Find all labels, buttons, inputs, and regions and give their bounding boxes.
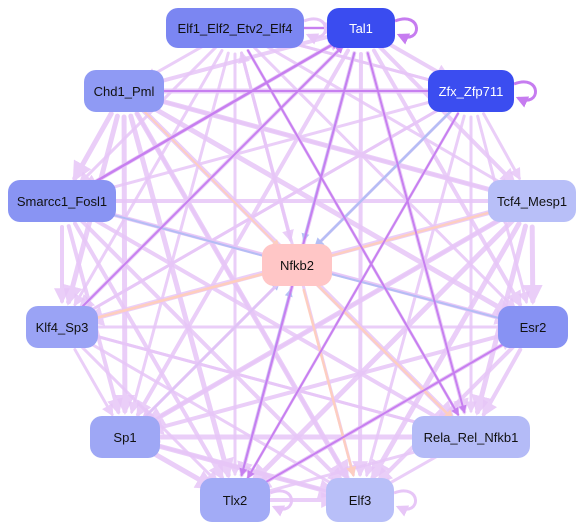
edge-nfkb2-to-elf1 [238, 50, 292, 242]
edge-klf4-to-zfx [83, 102, 451, 316]
self-loop-elf1 [303, 17, 327, 45]
edge-esr2-to-nfkb2 [320, 269, 509, 322]
node-zfx-zfp711[interactable]: Zfx_Zfp711 [428, 70, 514, 112]
edge-nfkb2-to-elf3 [302, 288, 357, 477]
node-label: Tlx2 [222, 492, 248, 508]
edge-chd1-to-elf3 [135, 112, 349, 480]
self-loop-tlx2 [269, 489, 293, 517]
edge-nfkb2-to-tcf4 [320, 205, 509, 260]
edge-esr2-to-rela [481, 347, 523, 418]
node-label: Smarcc1_Fosl1 [16, 193, 108, 209]
edge-zfx-to-nfkb2 [313, 108, 454, 249]
node-smarcc1-fosl1[interactable]: Smarcc1_Fosl1 [8, 180, 116, 222]
edge-tal1-to-elf3 [352, 51, 369, 478]
edge-klf4-to-sp1 [73, 348, 114, 417]
node-label: Rela_Rel_Nfkb1 [423, 429, 519, 445]
edge-smarcc1-to-nfkb2 [86, 206, 274, 261]
edge-layer [54, 22, 543, 508]
edge-sp1-to-tcf4 [145, 212, 512, 426]
edge-smarcc1-to-rela [82, 211, 452, 427]
node-chd1-pml[interactable]: Chd1_Pml [84, 70, 164, 112]
edge-nfkb2-to-rela [314, 282, 454, 421]
node-sp1[interactable]: Sp1 [90, 416, 160, 458]
node-label: Zfx_Zfp711 [438, 83, 504, 99]
edge-tcf4-to-esr2 [522, 224, 543, 306]
edge-chd1-to-smarcc1 [72, 111, 114, 182]
node-elf3[interactable]: Elf3 [326, 478, 394, 522]
edge-elf1-to-rela [246, 49, 460, 416]
node-label: Klf4_Sp3 [35, 319, 89, 335]
node-nfkb2[interactable]: Nfkb2 [262, 244, 332, 286]
edge-esr2-to-tlx2 [256, 339, 512, 488]
edge-tal1-to-rela [366, 52, 467, 414]
edge-klf4-to-tal1 [79, 45, 344, 310]
self-loop-layer [269, 17, 537, 517]
self-loop-elf3 [393, 489, 417, 517]
node-label: Esr2 [519, 319, 547, 335]
edge-sp1-to-tlx2 [145, 447, 216, 490]
edge-tal1-to-sp1 [135, 48, 351, 418]
edge-nfkb2-to-klf4 [85, 270, 274, 324]
node-label: Tal1 [349, 20, 373, 36]
node-klf4-sp3[interactable]: Klf4_Sp3 [26, 306, 98, 348]
self-loop-zfx [513, 80, 537, 108]
edge-nfkb2-to-sp1 [141, 281, 281, 421]
node-tlx2[interactable]: Tlx2 [200, 478, 270, 522]
self-loop-tal1 [394, 17, 418, 45]
node-label: Chd1_Pml [93, 83, 155, 99]
edge-zfx-to-tlx2 [246, 112, 460, 479]
edge-zfx-to-tcf4 [482, 112, 521, 181]
node-label: Elf1_Elf2_Etv2_Elf4 [177, 20, 293, 36]
node-elf1-elf2-etv2-elf4[interactable]: Elf1_Elf2_Etv2_Elf4 [166, 8, 304, 48]
node-tal1[interactable]: Tal1 [327, 8, 395, 48]
edge-chd1-to-esr2 [144, 101, 514, 317]
node-tcf4-mesp1[interactable]: Tcf4_Mesp1 [488, 180, 576, 222]
node-rela-rel-nfkb1[interactable]: Rela_Rel_Nfkb1 [412, 416, 530, 458]
node-label: Nfkb2 [280, 257, 314, 273]
node-esr2[interactable]: Esr2 [498, 306, 568, 348]
edge-smarcc1-to-tal1 [83, 39, 341, 190]
node-label: Elf3 [348, 492, 372, 508]
node-label: Sp1 [113, 429, 137, 445]
node-label: Tcf4_Mesp1 [496, 193, 568, 209]
